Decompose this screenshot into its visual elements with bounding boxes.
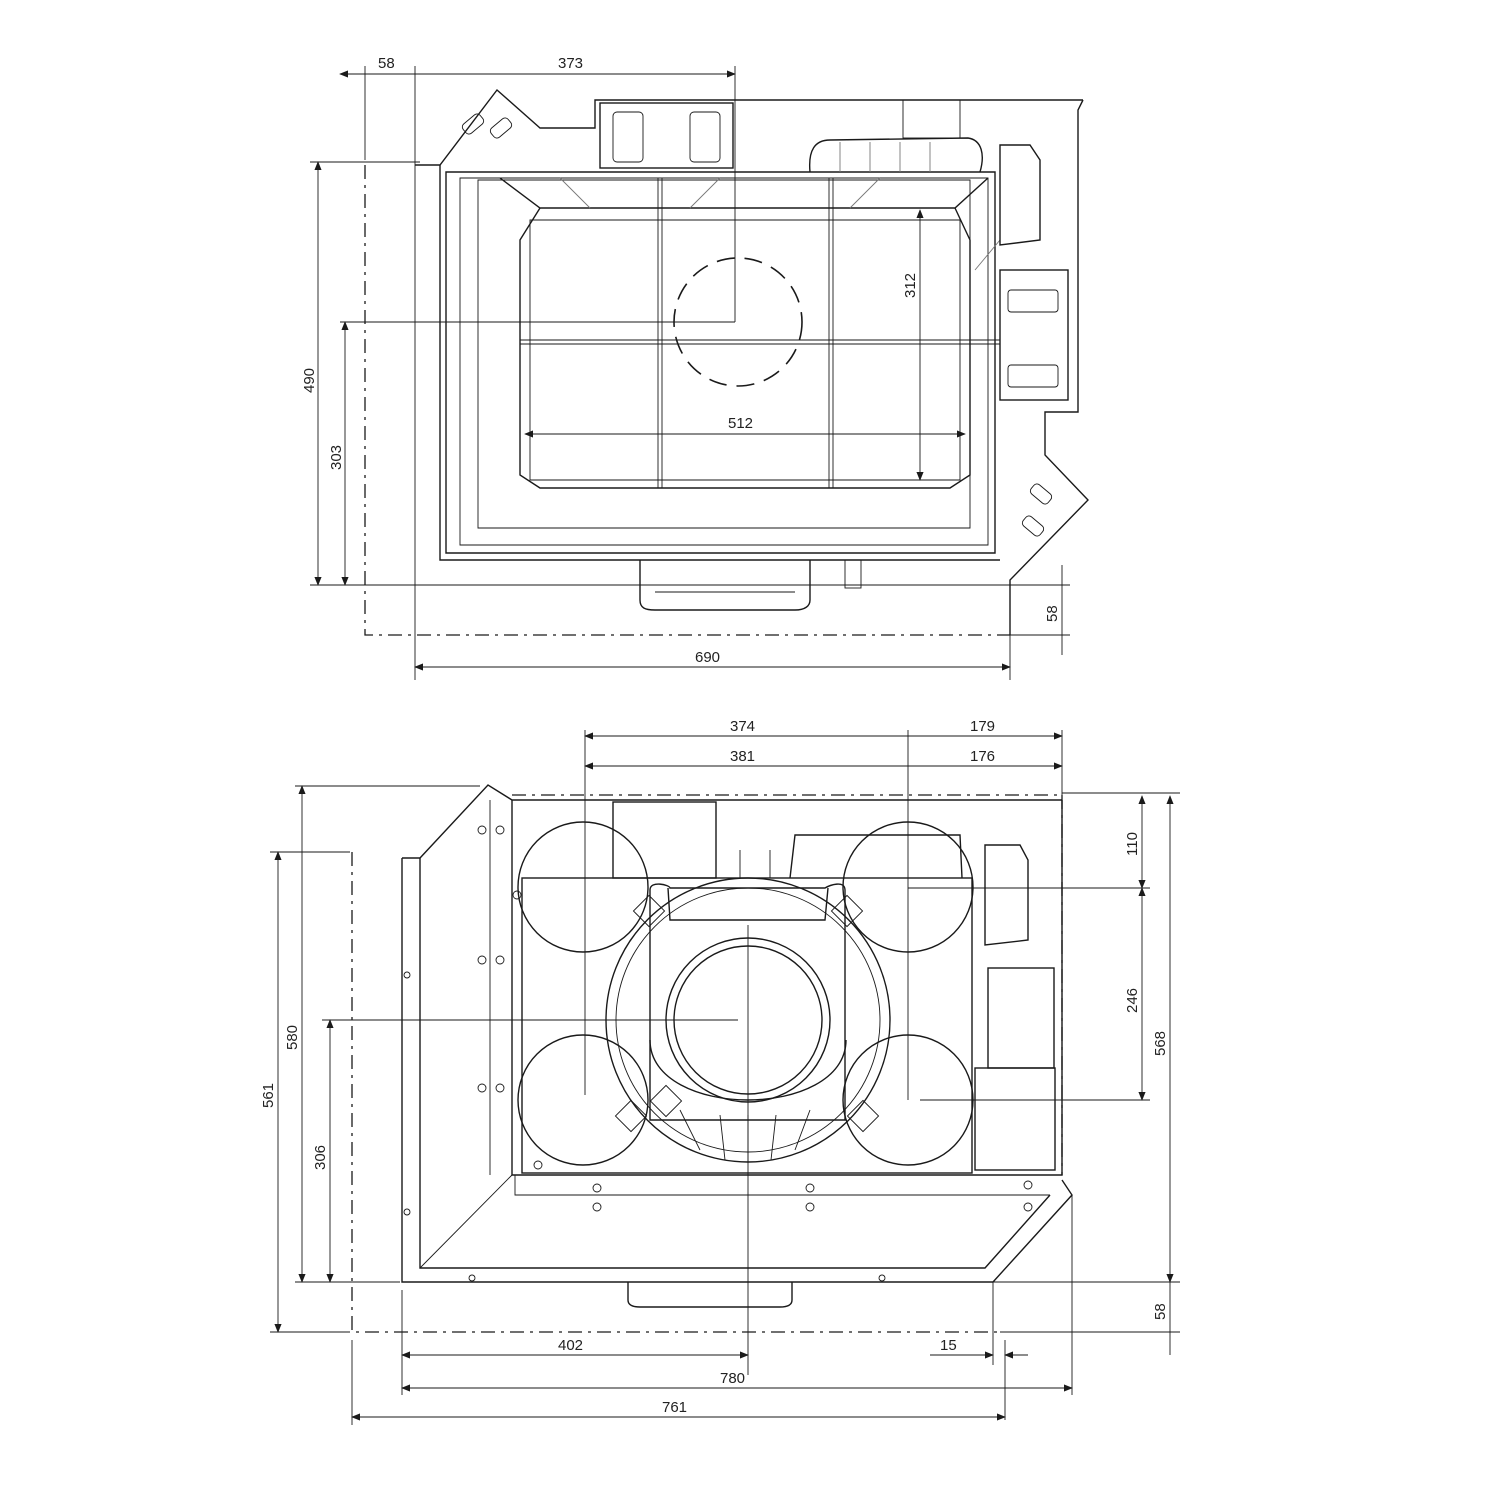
dim-179: 179 — [970, 718, 995, 735]
dim-110: 110 — [1124, 832, 1141, 856]
dim-58-front: 58 — [1152, 1303, 1169, 1320]
dim-58-top: 58 — [378, 55, 395, 72]
dim-15: 15 — [940, 1337, 957, 1354]
dim-512: 512 — [728, 415, 753, 432]
corner-circle — [517, 821, 649, 953]
top-view-dimension-lines — [310, 66, 1070, 680]
dim-490: 490 — [301, 368, 318, 393]
dim-580: 580 — [284, 1025, 301, 1050]
dim-402: 402 — [558, 1337, 583, 1354]
dim-312: 312 — [902, 273, 919, 298]
dim-306: 306 — [312, 1145, 329, 1170]
front-view: 374 179 381 176 110 246 568 580 561 306 … — [260, 718, 1180, 1425]
dim-381: 381 — [730, 748, 755, 765]
dim-176: 176 — [970, 748, 995, 765]
dim-303: 303 — [328, 445, 345, 470]
dim-690: 690 — [695, 649, 720, 666]
front-view-dimension-lines — [270, 730, 1180, 1425]
top-view-housing — [364, 88, 1089, 636]
top-view: 58 373 312 490 303 512 58 690 — [301, 55, 1089, 680]
dim-374: 374 — [730, 718, 755, 735]
corner-circle — [517, 1034, 649, 1166]
dim-568: 568 — [1152, 1031, 1169, 1056]
dim-58-right: 58 — [1044, 605, 1061, 622]
front-view-housing — [351, 784, 1073, 1333]
dim-246: 246 — [1124, 988, 1141, 1013]
dim-561: 561 — [260, 1083, 277, 1108]
dim-373: 373 — [558, 55, 583, 72]
dim-761: 761 — [662, 1399, 687, 1416]
dim-780: 780 — [720, 1370, 745, 1387]
